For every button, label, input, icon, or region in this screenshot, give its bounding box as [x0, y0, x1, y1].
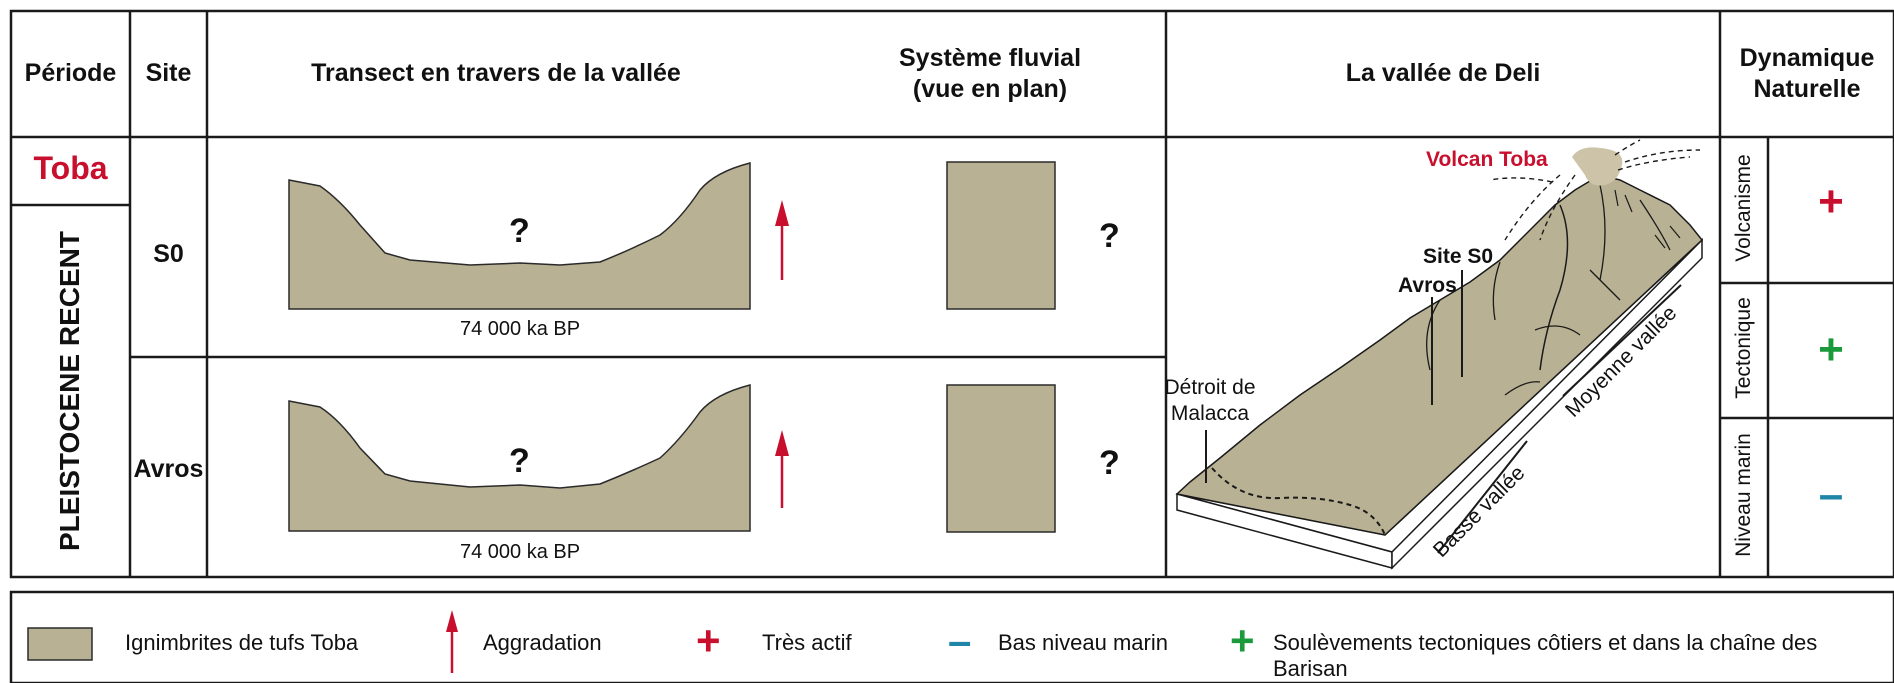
header-dynamique-line2: Naturelle	[1753, 75, 1861, 103]
header-dynamique: Dynamique Naturelle	[1720, 34, 1894, 114]
site-s0: S0	[153, 240, 184, 268]
transect-profile-s0	[288, 162, 751, 310]
map-label-detroit: Détroit de Malacca	[1162, 375, 1258, 428]
legend-plus-red-icon: +	[696, 617, 721, 664]
legend-plus-green-icon: +	[1230, 617, 1255, 664]
map-label-site-s0: Site S0	[1423, 245, 1494, 268]
legend-frame	[9, 590, 1894, 683]
legend-arrow-icon	[446, 610, 458, 632]
plan-view-s0	[946, 161, 1056, 310]
legend-bas-niveau: Bas niveau marin	[998, 630, 1168, 655]
header-site: Site	[145, 59, 192, 88]
aggradation-arrow-s0	[775, 200, 789, 226]
transect-question-avros: ?	[509, 442, 530, 480]
legend-minus-blue-icon: –	[948, 617, 972, 664]
legend-tuff-swatch	[27, 627, 93, 661]
transect-caption-s0: 74 000 ka BP	[460, 318, 581, 340]
header-systeme-line1: Système fluvial	[898, 43, 1082, 72]
site-avros: Avros	[133, 455, 204, 483]
plan-question-s0: ?	[1099, 217, 1120, 255]
map-label-detroit-line1: Détroit de	[1164, 376, 1256, 399]
aggradation-arrow-avros	[775, 430, 789, 456]
plan-question-avros: ?	[1099, 444, 1120, 482]
plan-view-avros	[946, 384, 1056, 533]
transect-caption-avros: 74 000 ka BP	[460, 541, 581, 563]
dynamic-label-niveau-marin: Niveau marin	[1732, 433, 1755, 557]
header-systeme-line2: (vue en plan)	[912, 75, 1068, 103]
legend-tres-actif: Très actif	[762, 630, 852, 655]
transect-question-s0: ?	[509, 212, 530, 250]
dynamic-sign-tectonique: +	[1818, 325, 1844, 374]
legend-soulevements: Soulèvements tectoniques côtiers et dans…	[1273, 630, 1818, 681]
period-pleistocene: PLEISTOCENE RECENT	[54, 231, 85, 551]
transect-profile-avros	[288, 384, 751, 532]
dynamic-sign-volcanisme: +	[1818, 177, 1844, 226]
dynamic-sign-niveau-marin: –	[1818, 470, 1844, 519]
valley-block-diagram	[1175, 139, 1704, 570]
period-toba: Toba	[33, 150, 108, 186]
map-label-detroit-line2: Malacca	[1170, 402, 1250, 426]
header-periode: Période	[24, 59, 117, 88]
table-frame	[9, 9, 1894, 579]
header-dynamique-line1: Dynamique	[1739, 43, 1875, 72]
legend-ignimbrites: Ignimbrites de tufs Toba	[125, 630, 359, 655]
header-vallee: La vallée de Deli	[1345, 59, 1541, 88]
map-label-avros: Avros	[1398, 274, 1457, 297]
legend-aggradation: Aggradation	[483, 630, 602, 655]
map-label-volcan: Volcan Toba	[1426, 148, 1548, 171]
header-systeme: Système fluvial (vue en plan)	[850, 34, 1130, 114]
header-transect: Transect en travers de la vallée	[311, 59, 681, 88]
